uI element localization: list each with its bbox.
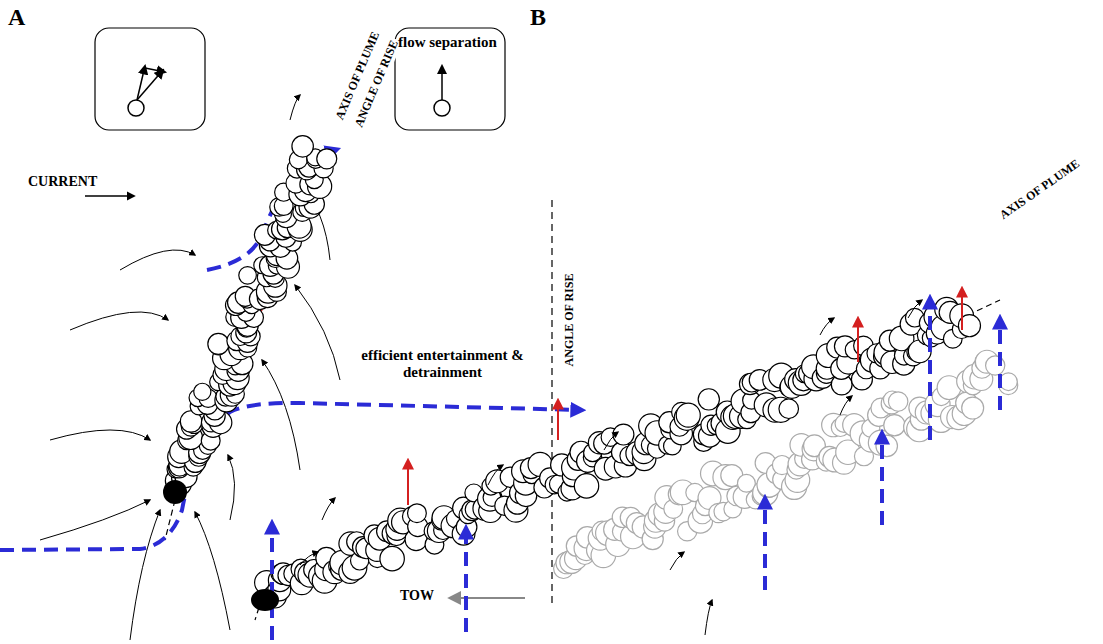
bubble [698, 389, 719, 410]
panel-letter: A [8, 4, 25, 32]
current-arrow [85, 195, 134, 196]
tow-arrow [450, 597, 525, 599]
bubble-source [251, 589, 279, 611]
entrainment-note: efficient entertainment & detrainment [335, 347, 550, 382]
bubble [876, 435, 898, 457]
axis-label: AXIS OF PLUME [996, 156, 1084, 224]
tow-label: TOW [400, 588, 434, 604]
bubble [317, 149, 337, 169]
flow-note: flow separation [398, 34, 497, 51]
bubble [292, 136, 313, 157]
plume-axis [165, 500, 175, 540]
inset-bubble [434, 100, 450, 116]
rise-flow [272, 300, 1000, 640]
inset-frame [95, 28, 205, 130]
bubble [779, 399, 799, 419]
bubble [574, 474, 598, 498]
bubble-plume [165, 136, 980, 608]
bubble [239, 267, 257, 285]
bubble-source [163, 480, 187, 504]
inset-arrow [145, 68, 165, 72]
bubble [194, 383, 211, 400]
rise-vector [408, 288, 962, 505]
angle-label: ANGLE OF RISE [563, 272, 577, 369]
bubble [884, 415, 905, 436]
bubble [408, 504, 427, 523]
inset-arrow [137, 70, 163, 100]
bubble [1000, 373, 1018, 391]
bubble [888, 392, 907, 411]
bubble [208, 333, 229, 354]
panel-letter: B [530, 4, 546, 32]
current-label: CURRENT [28, 174, 97, 190]
previous-plume [554, 350, 1018, 578]
inset-bubble [128, 100, 144, 116]
entrainment-flow [0, 150, 580, 550]
flow-arrows [300, 300, 922, 635]
bubble [613, 424, 634, 445]
inset-frame [395, 28, 505, 130]
bubble [380, 546, 404, 570]
rise-angle-line [551, 200, 552, 605]
inset-arrow [441, 66, 443, 100]
bubble [962, 397, 984, 419]
bubble [676, 403, 700, 427]
